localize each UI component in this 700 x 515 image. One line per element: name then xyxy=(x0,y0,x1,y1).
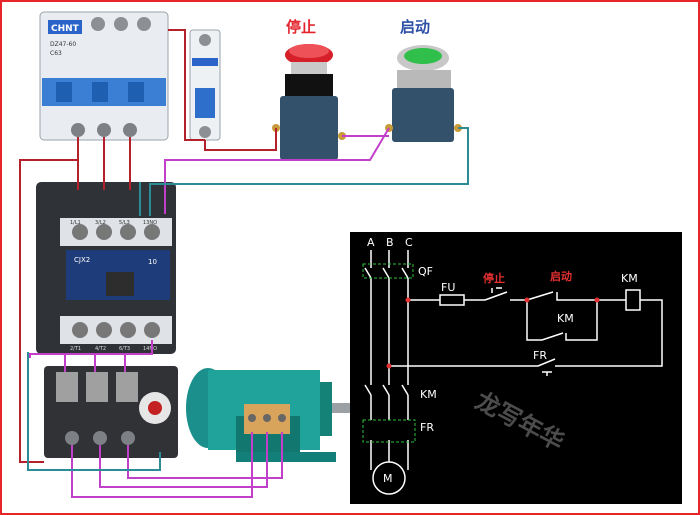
motor-label: M xyxy=(383,472,393,485)
breaker-rating: C63 xyxy=(50,50,62,57)
schematic-junctions xyxy=(386,297,600,369)
fr-contact-label: FR xyxy=(533,349,547,362)
contactor-bottom-term-2: 4/T2 xyxy=(95,346,106,352)
hold-contact-label: KM xyxy=(557,312,574,325)
breaker-model: DZ47-60 xyxy=(50,41,76,48)
stop-button: 停止 xyxy=(272,18,346,160)
phase-c-label: C xyxy=(405,236,413,249)
teal-wires xyxy=(27,127,469,471)
coil-label: KM xyxy=(621,272,638,285)
motor xyxy=(186,368,350,462)
start-button-label: 启动 xyxy=(400,18,430,36)
contactor: 1/L1 3/L2 5/L3 13NO CJX2 10 2/T1 4/T2 6/… xyxy=(36,182,176,354)
contactor-bottom-term-4: 14NO xyxy=(143,346,157,352)
stop-button-label: 停止 xyxy=(286,18,316,36)
fr-thermal-label: FR xyxy=(420,421,434,434)
contactor-top-term-4: 13NO xyxy=(143,220,157,226)
contactor-top-term-3: 5/L3 xyxy=(119,220,130,226)
phase-a-label: A xyxy=(367,236,375,249)
single-pole-breaker xyxy=(189,29,221,141)
start-button: 启动 xyxy=(385,18,462,142)
main-contact-label: KM xyxy=(420,388,437,401)
schematic-panel xyxy=(350,232,682,504)
contactor-model: CJX2 xyxy=(74,256,90,264)
schematic-lines xyxy=(364,250,663,495)
contactor-bottom-term-1: 2/T1 xyxy=(70,346,81,352)
contactor-top-term-1: 1/L1 xyxy=(70,220,81,226)
schematic-stop-label: 停止 xyxy=(483,271,505,285)
contactor-bottom-term-3: 6/T3 xyxy=(119,346,130,352)
thermal-relay xyxy=(44,366,178,458)
qf-label: QF xyxy=(418,265,433,278)
three-pole-breaker: CHNT DZ47-60 C63 xyxy=(39,11,169,141)
fu-label: FU xyxy=(441,281,455,294)
breaker-brand: CHNT xyxy=(51,24,80,34)
schematic-start-label: 启动 xyxy=(550,269,572,283)
phase-b-label: B xyxy=(386,236,394,249)
contactor-rating: 10 xyxy=(148,258,157,266)
schematic-dashes xyxy=(362,263,416,443)
contactor-top-term-2: 3/L2 xyxy=(95,220,106,226)
schematic-labels: A B C QF FU KM KM FR KM FR M xyxy=(367,236,638,485)
